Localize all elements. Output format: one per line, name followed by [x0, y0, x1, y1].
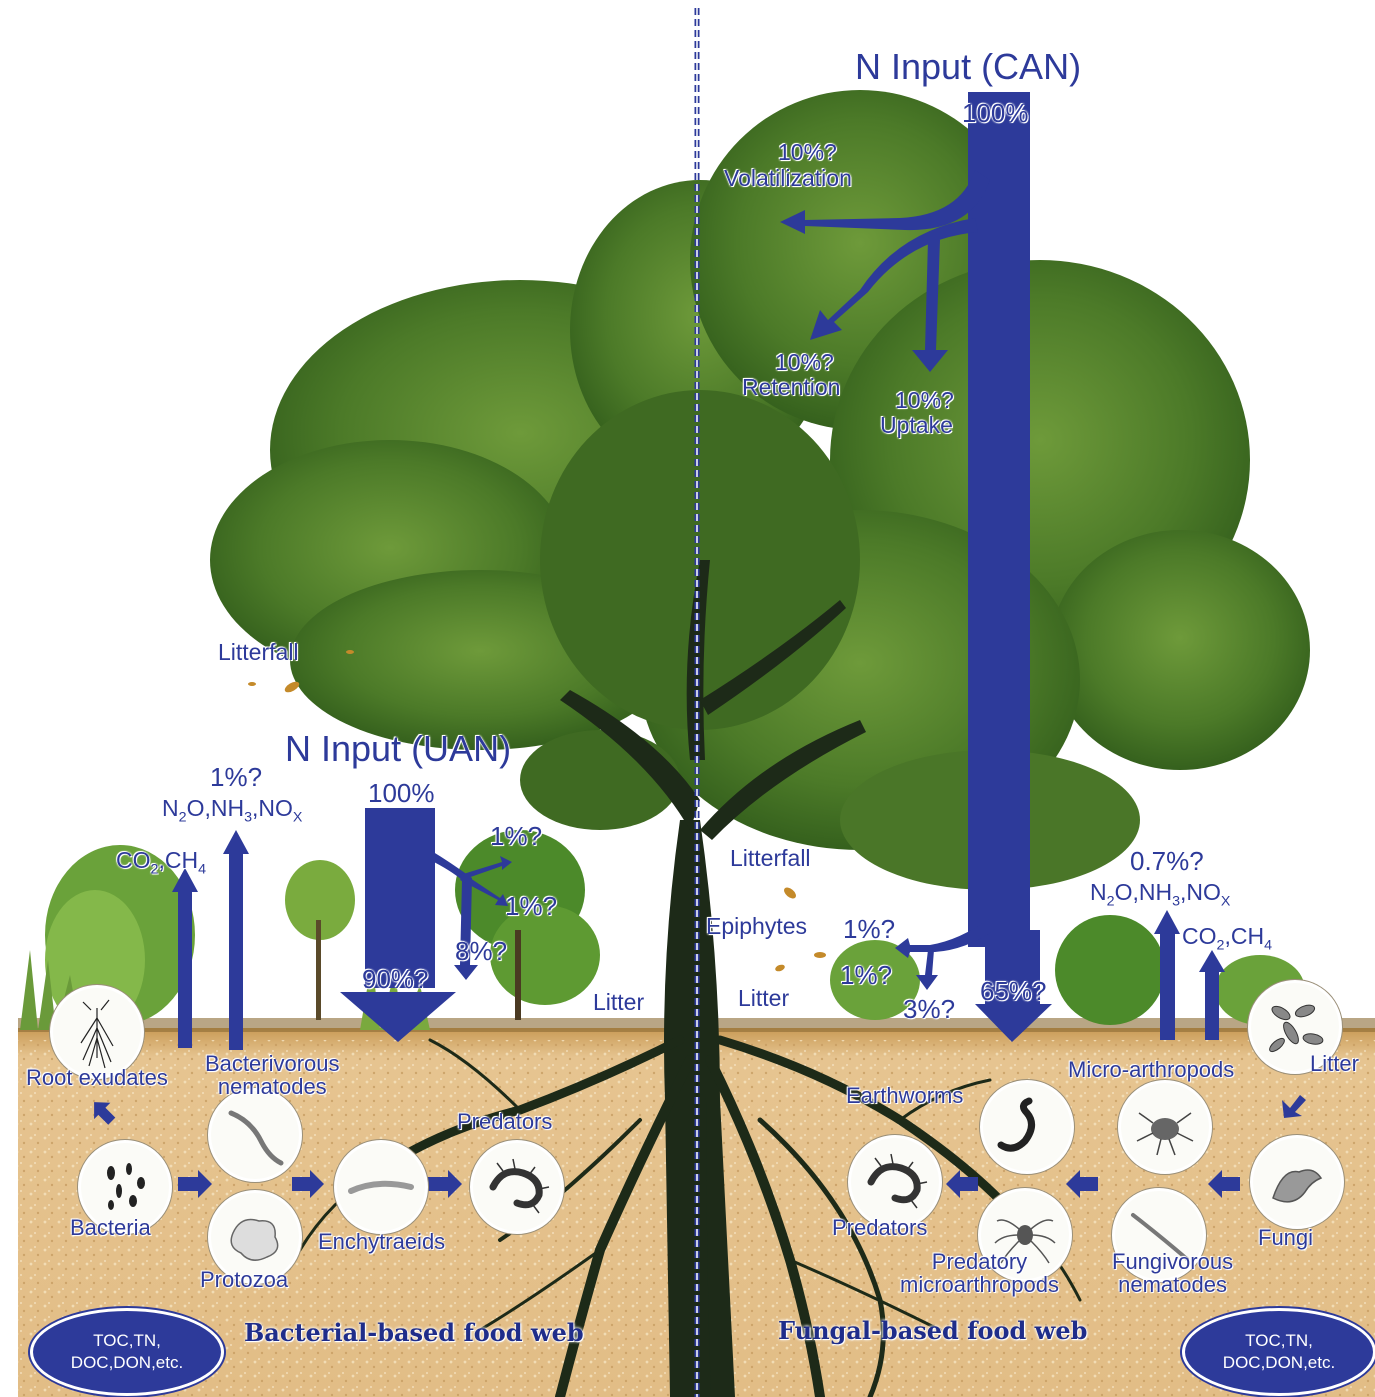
nematode-icon — [211, 1091, 299, 1179]
right-input-title: N Input (CAN) — [855, 48, 1081, 86]
earthworms-label: Earthworms — [846, 1084, 963, 1107]
bacterivorous-nematodes-circle — [208, 1088, 302, 1182]
micro-arthropods-circle — [1118, 1080, 1212, 1174]
left-branch-a-percent: 1%? — [490, 823, 542, 850]
fungal-food-web-title: Fungal-based food web — [778, 1316, 1087, 1345]
retention-percent: 10%? — [775, 350, 834, 374]
right-branch-a-percent: 1%? — [843, 916, 895, 943]
left-co2-formula: CO2,CH4 — [116, 848, 206, 878]
left-branch-c-percent: 8%? — [455, 938, 507, 965]
left-input-percent: 100% — [368, 780, 435, 807]
right-branch-c-percent: 3%? — [903, 996, 955, 1023]
micro-arthropods-label: Micro-arthropods — [1068, 1058, 1234, 1081]
root-exudates-label: Root exudates — [26, 1066, 168, 1089]
earthworms-circle — [980, 1080, 1074, 1174]
enchytraeids-label: Enchytraeids — [318, 1230, 445, 1253]
enchytraeid-icon — [337, 1143, 425, 1231]
fungi-icon — [1253, 1138, 1341, 1226]
right-main-out-percent: 65%? — [980, 978, 1047, 1005]
right-litter-label: Litter — [738, 986, 789, 1010]
right-gas-percent: 0.7%? — [1130, 848, 1204, 875]
left-gas-percent: 1%? — [210, 764, 262, 791]
right-input-percent: 100% — [962, 100, 1029, 127]
uptake-label: Uptake — [880, 413, 953, 437]
volatilization-label: Volatilization — [724, 166, 852, 190]
right-co2-formula: CO2,CH4 — [1182, 924, 1272, 954]
enchytraeids-circle — [334, 1140, 428, 1234]
mite-icon — [1121, 1083, 1209, 1171]
left-gas-formula: N2O,NH3,NOX — [162, 796, 302, 826]
bacteria-label: Bacteria — [70, 1216, 151, 1239]
fungi-label: Fungi — [1258, 1226, 1313, 1249]
protozoa-label: Protozoa — [200, 1268, 288, 1291]
centipede-icon — [473, 1143, 561, 1231]
left-litter-label: Litter — [593, 990, 644, 1014]
root-icon — [53, 988, 141, 1076]
litter-circle-label: Litter — [1310, 1052, 1359, 1075]
right-pools-oval: TOC,TN,DOC,DON,etc. — [1182, 1308, 1375, 1396]
left-pools-oval: TOC,TN,DOC,DON,etc. — [30, 1308, 224, 1396]
retention-label: Retention — [742, 375, 840, 399]
uptake-percent: 10%? — [895, 388, 954, 412]
centipede-icon — [851, 1138, 939, 1226]
epiphytes-label: Epiphytes — [706, 914, 807, 938]
right-litterfall-label: Litterfall — [730, 846, 811, 870]
volatilization-percent: 10%? — [778, 140, 837, 164]
fungi-circle — [1250, 1135, 1344, 1229]
right-gas-formula: N2O,NH3,NOX — [1090, 880, 1230, 910]
right-predators-label: Predators — [832, 1216, 927, 1239]
left-input-title: N Input (UAN) — [285, 730, 511, 768]
right-branch-b-percent: 1%? — [840, 962, 892, 989]
tree-canopy — [210, 90, 1310, 890]
left-predators-label: Predators — [457, 1110, 552, 1133]
left-branch-b-percent: 1%? — [505, 893, 557, 920]
left-main-out-percent: 90%? — [362, 966, 429, 993]
earthworm-icon — [983, 1083, 1071, 1171]
left-litterfall-label: Litterfall — [218, 640, 299, 664]
predators-circle-left — [470, 1140, 564, 1234]
bacterial-food-web-title: Bacterial-based food web — [244, 1318, 584, 1347]
